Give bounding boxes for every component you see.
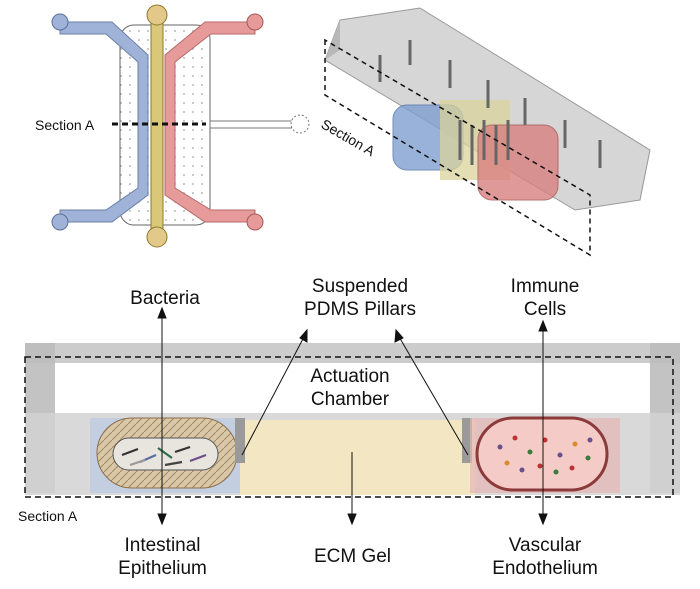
red-port-top-right [246,13,264,31]
ecm-gel-region [240,420,475,495]
actuation-chamber-label: Actuation Chamber [285,366,415,412]
blue-port-top-left [51,13,69,31]
actuation-line-2: Chamber [310,388,390,410]
endothelium-line-1: Vascular [508,535,582,556]
section-a-plane-3d [324,38,591,257]
top-view-schematic [51,4,310,248]
intestinal-epithelium-label: Intestinal Epithelium [100,535,225,581]
section-a-top-label: Section A [35,117,95,133]
gel-port-bottom [146,226,168,248]
immune-cells [497,435,593,475]
blue-channel-top-view [59,21,149,223]
immune-cells-label: Immune Cells [490,276,600,322]
pdms-pillars-label: Suspended PDMS Pillars [280,276,440,322]
isometric-view [324,7,651,257]
actuation-port [290,114,310,134]
gel-port-top [146,4,168,26]
annotation-arrows [157,306,548,526]
section-a-bottom-text: Section A [18,508,78,524]
red-port-bottom-right [246,213,264,231]
actuation-chamber [55,363,650,413]
pillars-line-1: Suspended [311,276,409,297]
epithelium-line-1: Intestinal [124,535,201,556]
actuation-line-1: Actuation [310,366,390,387]
section-a-bottom-label: Section A [18,508,77,525]
red-chamber-3d [477,124,559,201]
ecm-gel-label: ECM Gel [295,546,410,569]
section-a-3d-label: Section A [319,116,379,160]
pillars-line-2: PDMS Pillars [304,298,416,320]
bacteria-text: Bacteria [130,288,200,309]
immune-line-1: Immune [510,276,580,297]
red-channel-top-view [164,21,256,223]
section-a-outline [24,356,674,498]
blue-port-bottom-left [51,213,69,231]
bacteria-label: Bacteria [120,288,210,311]
vascular-endothelium-capsule [475,416,609,492]
immune-line-2: Cells [523,298,567,320]
epithelium-line-2: Epithelium [118,557,207,579]
endothelium-line-2: Endothelium [492,557,598,579]
ecm-gel-text: ECM Gel [313,546,392,567]
vascular-endothelium-label: Vascular Endothelium [480,535,610,581]
